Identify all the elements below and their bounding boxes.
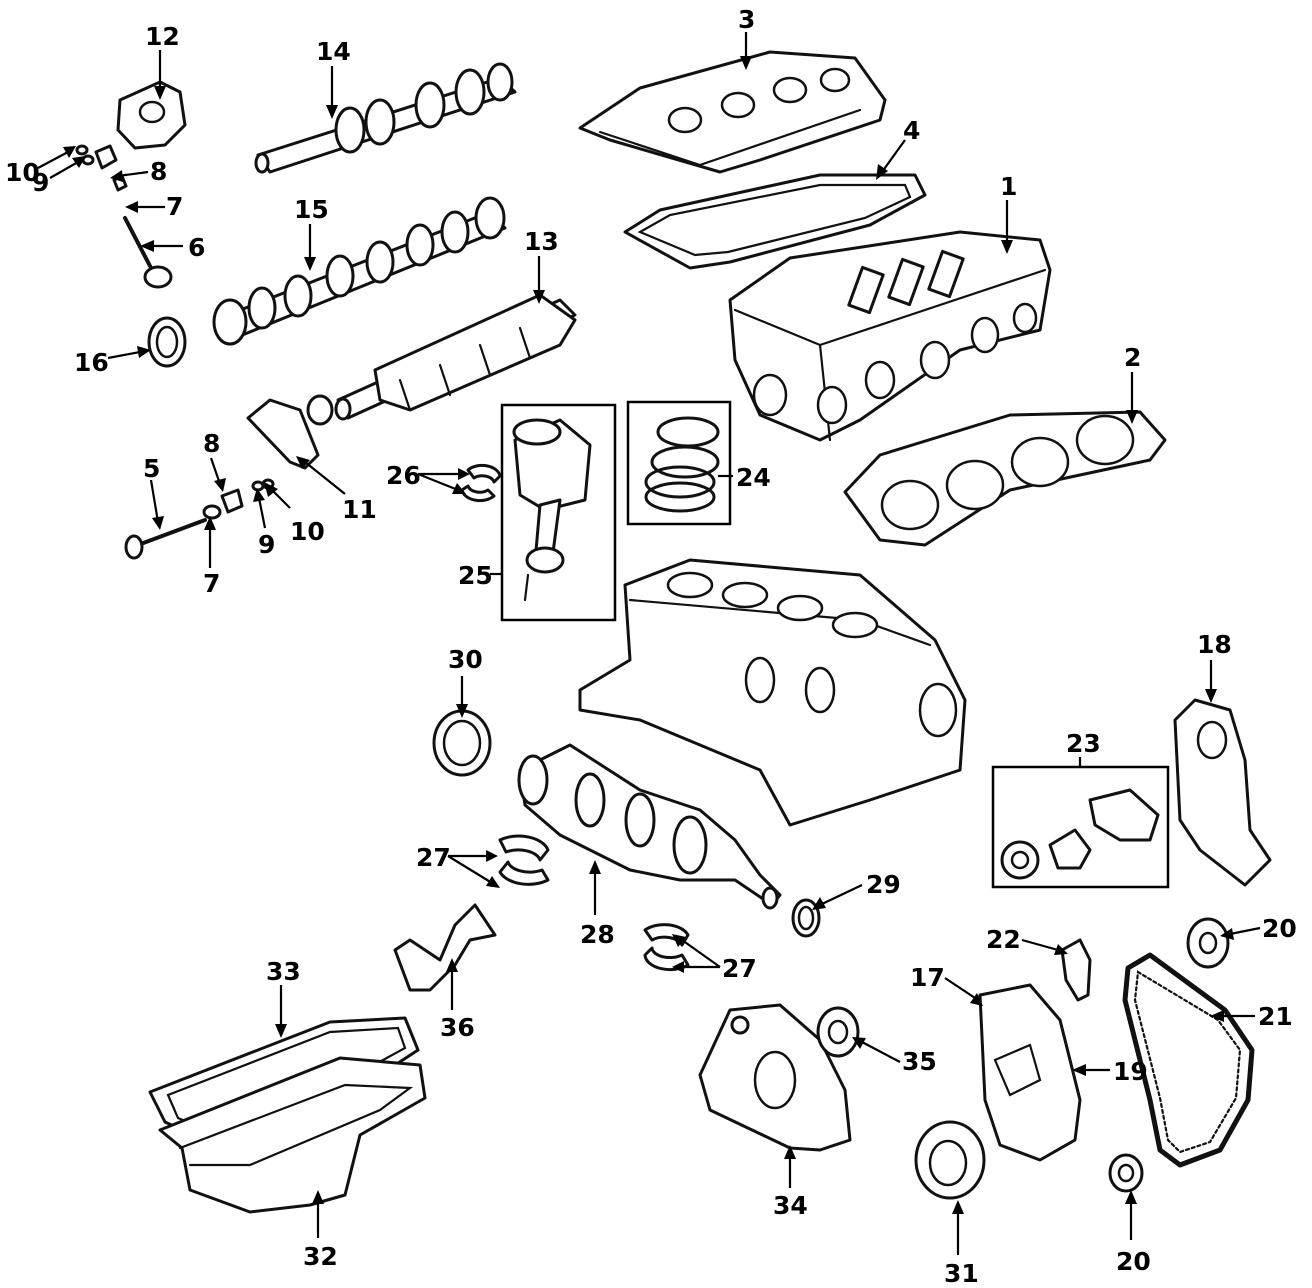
callout-29: 29	[866, 870, 901, 899]
timing-belt[interactable]	[1122, 952, 1255, 1168]
callout-9-lower: 9	[258, 530, 275, 559]
valve-cover-gasket[interactable]	[623, 173, 927, 270]
callout-8-upper: 8	[150, 157, 167, 186]
callout-20-upper: 20	[1262, 914, 1297, 943]
engine-block	[578, 558, 967, 827]
callout-25: 25	[458, 561, 493, 590]
tensioner-kit[interactable]	[1000, 788, 1160, 880]
callout-23: 23	[1066, 729, 1101, 758]
callout-5: 5	[143, 454, 160, 483]
callout-22: 22	[986, 925, 1021, 954]
idler-pulley-lower[interactable]	[1108, 1153, 1144, 1193]
callout-2: 2	[1124, 343, 1141, 372]
head-gasket[interactable]	[843, 410, 1167, 547]
callout-17: 17	[910, 963, 945, 992]
callout-13: 13	[524, 227, 559, 256]
callout-7-lower: 7	[203, 569, 220, 598]
ring-set-box	[626, 400, 732, 526]
callout-11: 11	[342, 495, 377, 524]
intake-camshaft[interactable]	[212, 196, 507, 346]
callout-32: 32	[303, 1242, 338, 1271]
valve-lifter[interactable]	[116, 80, 187, 150]
oil-pump-gear[interactable]	[816, 1006, 860, 1058]
oil-pickup-tube[interactable]	[393, 903, 497, 992]
crank-pulley[interactable]	[914, 1120, 986, 1200]
piston-rings[interactable]	[644, 416, 720, 513]
camshaft-seal[interactable]	[147, 316, 187, 368]
callout-18: 18	[1197, 630, 1232, 659]
callout-31: 31	[944, 1259, 979, 1288]
piston-rod-box	[500, 403, 617, 622]
crankshaft[interactable]	[517, 743, 782, 910]
callout-34: 34	[773, 1191, 808, 1220]
upper-valve-parts[interactable]	[75, 144, 173, 289]
leader-lines	[37, 32, 1261, 1255]
callout-19: 19	[1113, 1057, 1148, 1086]
callout-numbers: 1 2 3 4 5 6 7 8 9 10 12 13 14 15 16 8 7 …	[5, 5, 1297, 1288]
callout-26: 26	[386, 461, 421, 490]
tensioner-bracket[interactable]	[1060, 938, 1092, 1002]
timing-cover-front[interactable]	[978, 983, 1082, 1162]
callout-21: 21	[1258, 1002, 1293, 1031]
callout-30: 30	[448, 645, 483, 674]
valve-cover[interactable]	[578, 50, 887, 174]
rocker-shaft-assembly[interactable]	[334, 293, 577, 421]
callout-8-lower: 8	[203, 429, 220, 458]
callout-9-upper: 9	[32, 168, 49, 197]
cylinder-head[interactable]	[728, 230, 1052, 442]
callout-4: 4	[903, 116, 920, 145]
exhaust-camshaft[interactable]	[254, 62, 517, 174]
callout-1: 1	[1000, 172, 1017, 201]
callout-12: 12	[145, 22, 180, 51]
callout-27-upper: 27	[416, 843, 451, 872]
callout-7-upper: 7	[166, 192, 183, 221]
callout-6: 6	[188, 233, 205, 262]
idler-pulley-upper[interactable]	[1186, 917, 1230, 969]
callout-3: 3	[738, 5, 755, 34]
main-bearings-upper[interactable]	[498, 834, 550, 886]
callout-28: 28	[580, 920, 615, 949]
callout-20-lower: 20	[1116, 1247, 1151, 1276]
callout-35: 35	[902, 1047, 937, 1076]
callout-36: 36	[440, 1013, 475, 1042]
callout-16: 16	[74, 348, 109, 377]
front-crank-seal[interactable]	[791, 898, 821, 938]
callout-33: 33	[266, 957, 301, 986]
piston-and-rod[interactable]	[512, 418, 592, 602]
callout-14: 14	[316, 37, 351, 66]
lower-valve-parts[interactable]	[124, 478, 275, 560]
callout-10-upper: 10	[5, 158, 40, 187]
rear-main-seal[interactable]	[432, 709, 492, 777]
timing-cover-rear[interactable]	[1173, 698, 1272, 887]
callout-15: 15	[294, 195, 329, 224]
rocker-arm[interactable]	[246, 394, 334, 470]
rod-bearings[interactable]	[460, 463, 502, 503]
oil-pan[interactable]	[158, 1056, 427, 1214]
callout-24: 24	[736, 463, 771, 492]
callout-27-lower: 27	[722, 954, 757, 983]
oil-pump[interactable]	[698, 1003, 852, 1152]
callout-10-lower: 10	[290, 517, 325, 546]
